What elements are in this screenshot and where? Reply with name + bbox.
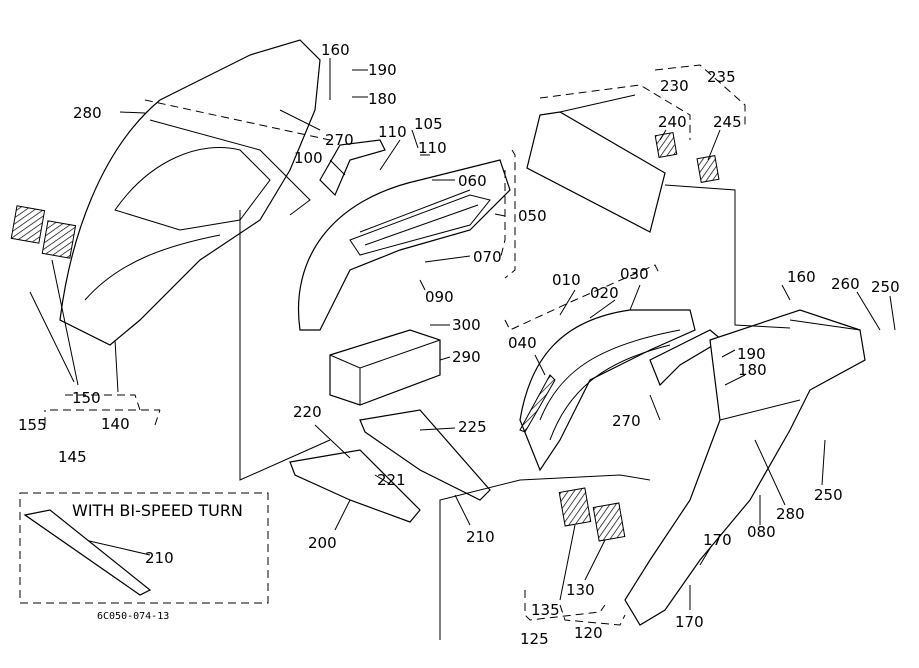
group-brackets [44, 64, 746, 626]
decal-155 [10, 205, 46, 244]
label-170-b: 170 [675, 613, 704, 631]
label-190: 190 [368, 61, 397, 79]
label-150: 150 [72, 389, 101, 407]
label-260: 260 [831, 275, 860, 293]
label-250-b: 250 [814, 486, 843, 504]
left-fender [59, 39, 321, 346]
label-170: 170 [703, 531, 732, 549]
inset-bracket-210 [23, 509, 152, 596]
label-200: 200 [308, 534, 337, 552]
decal-135 [558, 487, 592, 527]
decal-245 [696, 155, 720, 183]
label-130: 130 [566, 581, 595, 599]
bi-speed-turn-inset [19, 492, 269, 604]
label-250: 250 [871, 278, 900, 296]
label-040: 040 [508, 334, 537, 352]
label-220: 220 [293, 403, 322, 421]
label-180: 180 [368, 90, 397, 108]
label-230: 230 [660, 77, 689, 95]
bracket-200 [289, 449, 421, 523]
bracket-210 [359, 409, 491, 501]
label-120: 120 [574, 624, 603, 642]
label-125: 125 [520, 630, 549, 648]
label-300: 300 [452, 316, 481, 334]
label-135: 135 [531, 601, 560, 619]
label-210: 210 [466, 528, 495, 546]
step-010 [519, 309, 696, 472]
decal-130 [592, 502, 626, 542]
label-140: 140 [101, 415, 130, 433]
label-145: 145 [58, 448, 87, 466]
label-030: 030 [620, 265, 649, 283]
label-010: 010 [552, 271, 581, 289]
label-180-b: 180 [738, 361, 767, 379]
label-155: 155 [18, 416, 47, 434]
label-280-b: 280 [776, 505, 805, 523]
label-110-b: 110 [418, 139, 447, 157]
step-050 [297, 159, 511, 331]
label-235: 235 [707, 68, 736, 86]
diagram-code: 6C050-074-13 [97, 611, 169, 622]
label-110: 110 [378, 123, 407, 141]
label-060: 060 [458, 172, 487, 190]
leader-lines [29, 58, 896, 640]
decal-150 [41, 220, 77, 259]
label-280: 280 [73, 104, 102, 122]
handle-270 [319, 139, 386, 197]
label-105: 105 [414, 115, 443, 133]
label-225: 225 [458, 418, 487, 436]
label-190-b: 190 [737, 345, 766, 363]
label-290: 290 [452, 348, 481, 366]
cover-230 [526, 111, 666, 233]
label-160: 160 [321, 41, 350, 59]
label-080: 080 [747, 523, 776, 541]
part-labels: 160 190 180 280 270 110 105 110 100 060 … [18, 41, 900, 648]
right-fender [624, 309, 866, 626]
inset-note: WITH BI-SPEED TURN [72, 501, 243, 520]
label-050: 050 [518, 207, 547, 225]
decal-240 [654, 132, 678, 158]
label-245: 245 [713, 113, 742, 131]
label-090: 090 [425, 288, 454, 306]
label-270: 270 [325, 131, 354, 149]
label-221: 221 [377, 471, 406, 489]
label-240: 240 [658, 113, 687, 131]
toolbox-290 [329, 329, 441, 406]
label-210-inset: 210 [145, 549, 174, 567]
handle-270-right [649, 329, 724, 387]
label-160-b: 160 [787, 268, 816, 286]
label-070: 070 [473, 248, 502, 266]
label-020: 020 [590, 284, 619, 302]
label-270-b: 270 [612, 412, 641, 430]
label-100: 100 [294, 149, 323, 167]
